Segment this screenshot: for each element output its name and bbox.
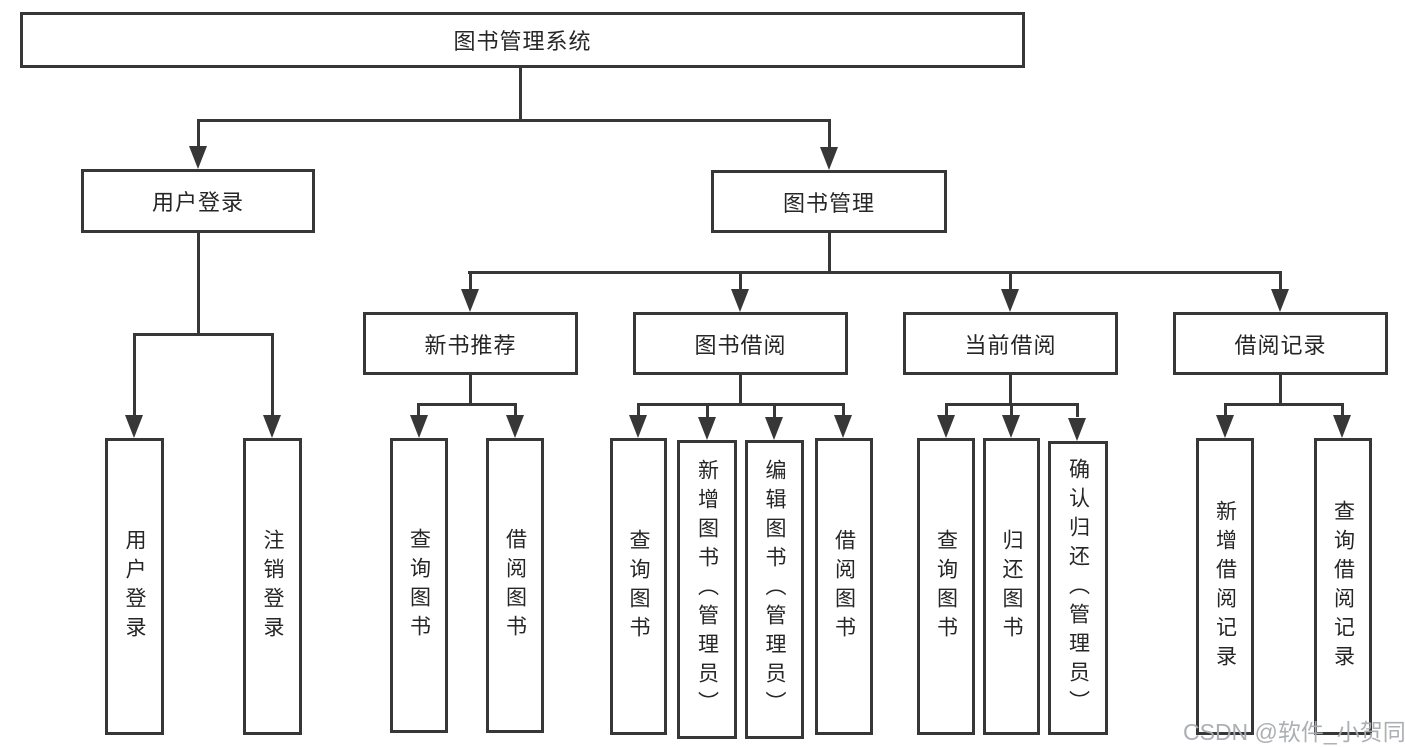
leaf-user-login: 用户登录 xyxy=(105,438,164,735)
leaf-rec-borrow-books-label: 借阅图书 xyxy=(503,527,527,644)
connector-rec-branch xyxy=(417,403,517,406)
connector-book-mgmt-stem xyxy=(828,233,831,273)
leaf-records-query-record-label: 查询借阅记录 xyxy=(1331,499,1355,674)
leaf-current-query-books-label: 查询图书 xyxy=(934,528,958,645)
node-current-borrowing: 当前借阅 xyxy=(903,312,1118,375)
arrow-down-icon xyxy=(1333,415,1351,438)
leaf-records-query-record: 查询借阅记录 xyxy=(1314,438,1372,735)
connector-leaf-drop xyxy=(945,403,948,417)
connector-leaf-drop xyxy=(1224,403,1227,417)
node-book-management-label: 图书管理 xyxy=(782,190,875,216)
node-borrow-records-label: 借阅记录 xyxy=(1234,332,1327,358)
leaf-user-login-label: 用户登录 xyxy=(123,528,146,645)
watermark-text: CSDN @软件_小贺同学 xyxy=(1183,719,1405,745)
leaf-logout-label: 注销登录 xyxy=(261,528,284,645)
leaf-rec-borrow-books: 借阅图书 xyxy=(486,438,544,733)
leaf-logout: 注销登录 xyxy=(243,438,302,735)
leaf-records-add-record-label: 新增借阅记录 xyxy=(1213,499,1237,674)
leaf-borrow-borrow-books: 借阅图书 xyxy=(815,438,873,735)
connector-leaf-drop xyxy=(271,333,274,416)
connector-book-mgmt-drop xyxy=(828,119,831,149)
arrow-down-icon xyxy=(125,415,143,438)
connector-leaf-drop xyxy=(1341,403,1344,417)
arrow-down-icon xyxy=(189,146,207,169)
arrow-down-icon xyxy=(731,289,749,312)
leaf-borrow-add-books-admin: 新增图书（管理员） xyxy=(677,440,737,739)
leaf-borrow-query-books-label: 查询图书 xyxy=(627,528,650,645)
connector-leaf-drop xyxy=(1076,403,1079,417)
leaf-borrow-edit-books-admin: 编辑图书（管理员） xyxy=(745,440,804,739)
connector-user-login-drop xyxy=(197,119,200,149)
arrow-down-icon xyxy=(1271,289,1289,312)
arrow-down-icon xyxy=(629,415,647,438)
node-root-label: 图书管理系统 xyxy=(453,29,592,54)
arrow-down-icon xyxy=(698,417,716,440)
arrow-down-icon xyxy=(1216,415,1234,438)
connector-leaf-drop xyxy=(706,403,709,417)
connector-borrow-branch xyxy=(637,403,844,406)
connector-leaf-drop xyxy=(514,403,517,417)
connector-leaf-drop xyxy=(417,403,420,417)
connector-records-branch xyxy=(1224,403,1344,406)
node-root: 图书管理系统 xyxy=(20,12,1025,68)
node-user-login-label: 用户登录 xyxy=(151,190,244,215)
arrow-down-icon xyxy=(263,415,281,438)
node-current-borrowing-label: 当前借阅 xyxy=(964,332,1057,358)
arrow-down-icon xyxy=(506,415,524,438)
connector-leaf-drop xyxy=(773,403,776,417)
connector-leaf-drop xyxy=(1010,403,1013,417)
leaf-current-confirm-return-admin-label: 确认归还（管理员） xyxy=(1066,457,1090,719)
connector-l3-drop xyxy=(469,271,472,291)
node-new-book-recommend: 新书推荐 xyxy=(363,312,578,375)
arrow-down-icon xyxy=(461,289,479,312)
arrow-down-icon xyxy=(1002,415,1020,438)
node-book-borrowing-label: 图书借阅 xyxy=(694,332,787,358)
arrow-down-icon xyxy=(937,415,955,438)
connector-records-stem xyxy=(1279,375,1282,406)
connector-borrow-stem xyxy=(739,375,742,406)
arrow-down-icon xyxy=(1068,418,1086,441)
leaf-borrow-borrow-books-label: 借阅图书 xyxy=(832,528,856,645)
connector-leaf-drop xyxy=(133,333,136,416)
node-user-login: 用户登录 xyxy=(81,169,315,233)
leaf-current-return-books-label: 归还图书 xyxy=(1000,528,1023,645)
arrow-down-icon xyxy=(834,415,852,438)
connector-leaf-drop xyxy=(842,403,845,417)
leaf-rec-query-books-label: 查询图书 xyxy=(407,527,431,644)
arrow-down-icon xyxy=(410,415,428,438)
leaf-current-query-books: 查询图书 xyxy=(917,438,975,735)
connector-leaf-drop xyxy=(637,403,640,417)
connector-root-stem xyxy=(519,68,522,121)
connector-user-login-branch xyxy=(133,333,274,336)
arrow-down-icon xyxy=(820,147,838,170)
arrow-down-icon xyxy=(1001,289,1019,312)
connector-l3-drop xyxy=(739,271,742,291)
leaf-borrow-add-books-admin-label: 新增图书（管理员） xyxy=(695,459,719,720)
leaf-current-confirm-return-admin: 确认归还（管理员） xyxy=(1048,441,1108,735)
connector-user-login-stem xyxy=(197,233,200,336)
connector-rec-stem xyxy=(469,375,472,406)
leaf-current-return-books: 归还图书 xyxy=(983,438,1040,735)
node-new-book-recommend-label: 新书推荐 xyxy=(424,332,517,358)
leaf-records-add-record: 新增借阅记录 xyxy=(1196,438,1254,735)
node-borrow-records: 借阅记录 xyxy=(1173,312,1388,375)
node-book-management: 图书管理 xyxy=(711,170,947,233)
leaf-borrow-query-books: 查询图书 xyxy=(610,438,667,735)
leaf-rec-query-books: 查询图书 xyxy=(390,438,448,733)
connector-l3-drop xyxy=(1279,271,1282,291)
leaf-borrow-edit-books-admin-label: 编辑图书（管理员） xyxy=(763,459,786,720)
connector-l3-drop xyxy=(1009,271,1012,291)
connector-root-branch xyxy=(197,119,831,122)
node-book-borrowing: 图书借阅 xyxy=(633,312,848,375)
connector-book-mgmt-branch xyxy=(468,271,1282,274)
connector-current-stem xyxy=(1009,375,1012,406)
arrow-down-icon xyxy=(765,417,783,440)
